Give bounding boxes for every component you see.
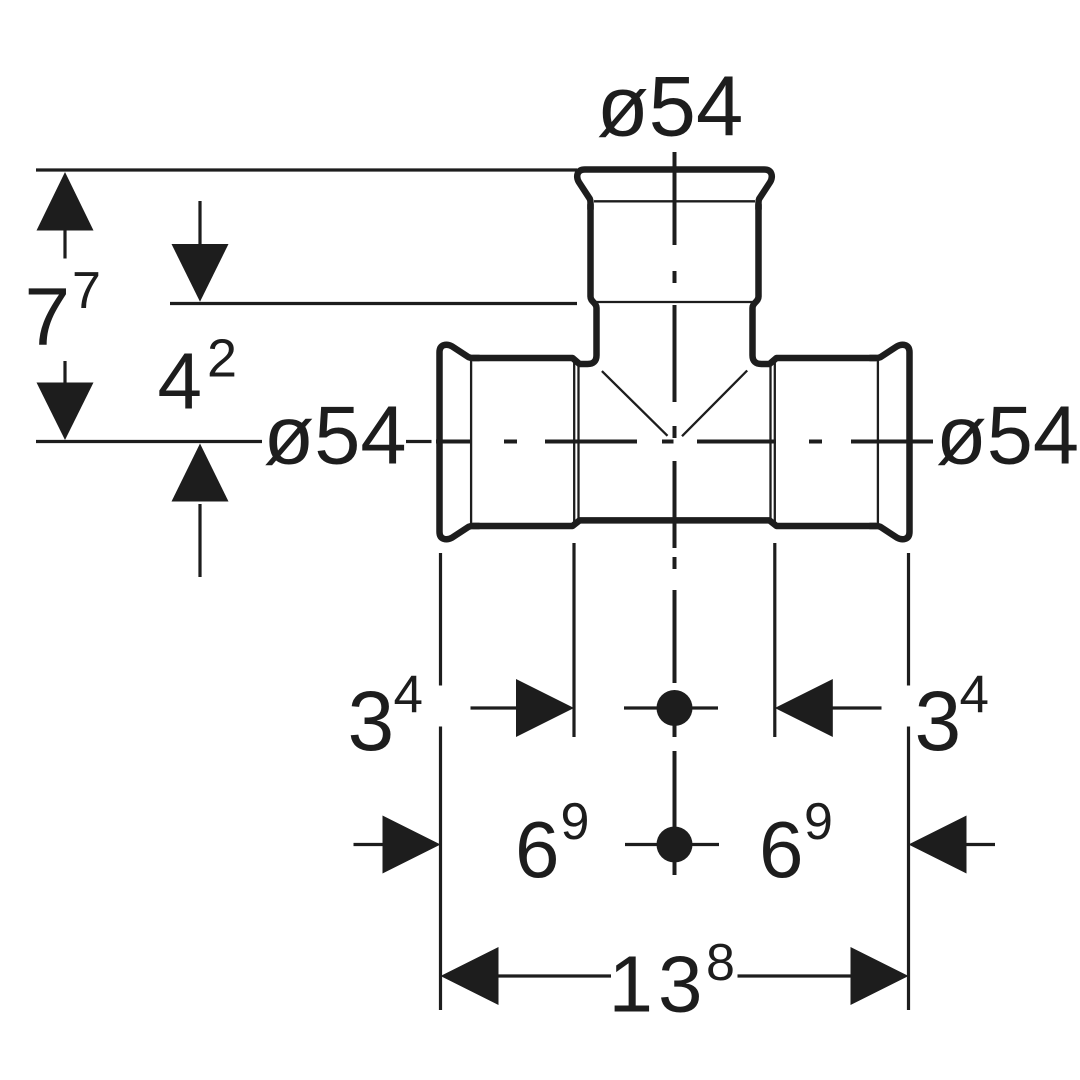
svg-text:6: 6 <box>515 805 560 894</box>
svg-text:2: 2 <box>207 329 237 389</box>
svg-text:3: 3 <box>348 674 395 768</box>
svg-text:7: 7 <box>25 272 71 363</box>
svg-text:ø54: ø54 <box>597 60 743 155</box>
svg-text:7: 7 <box>72 262 101 320</box>
svg-text:4: 4 <box>158 337 203 426</box>
svg-text:ø54: ø54 <box>264 389 407 482</box>
svg-text:3: 3 <box>915 674 962 768</box>
svg-text:ø54: ø54 <box>936 389 1079 482</box>
svg-text:9: 9 <box>804 793 833 851</box>
svg-text:13: 13 <box>609 940 708 1029</box>
svg-text:4: 4 <box>960 666 989 725</box>
svg-text:8: 8 <box>706 934 735 992</box>
svg-text:9: 9 <box>561 793 590 851</box>
svg-text:6: 6 <box>759 805 804 894</box>
svg-text:4: 4 <box>394 666 423 725</box>
